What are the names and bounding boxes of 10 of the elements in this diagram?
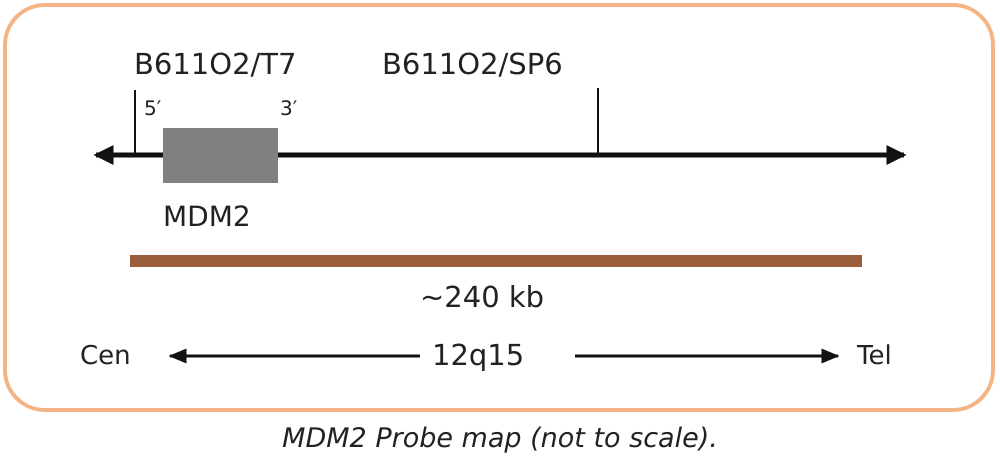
region-label: Cen xyxy=(80,343,131,369)
size-label: ~240 kb xyxy=(420,283,544,312)
clone-label: B611O2/SP6 xyxy=(382,50,563,79)
strand-end-label: 3′ xyxy=(280,98,298,118)
caption: MDM2 Probe map (not to scale). xyxy=(281,425,719,452)
band-label: 12q15 xyxy=(432,341,524,370)
clone-label: B611O2/T7 xyxy=(134,50,296,79)
region-label: Tel xyxy=(857,343,892,369)
strand-end-label: 5′ xyxy=(144,98,162,118)
gene-label: MDM2 xyxy=(163,203,251,231)
